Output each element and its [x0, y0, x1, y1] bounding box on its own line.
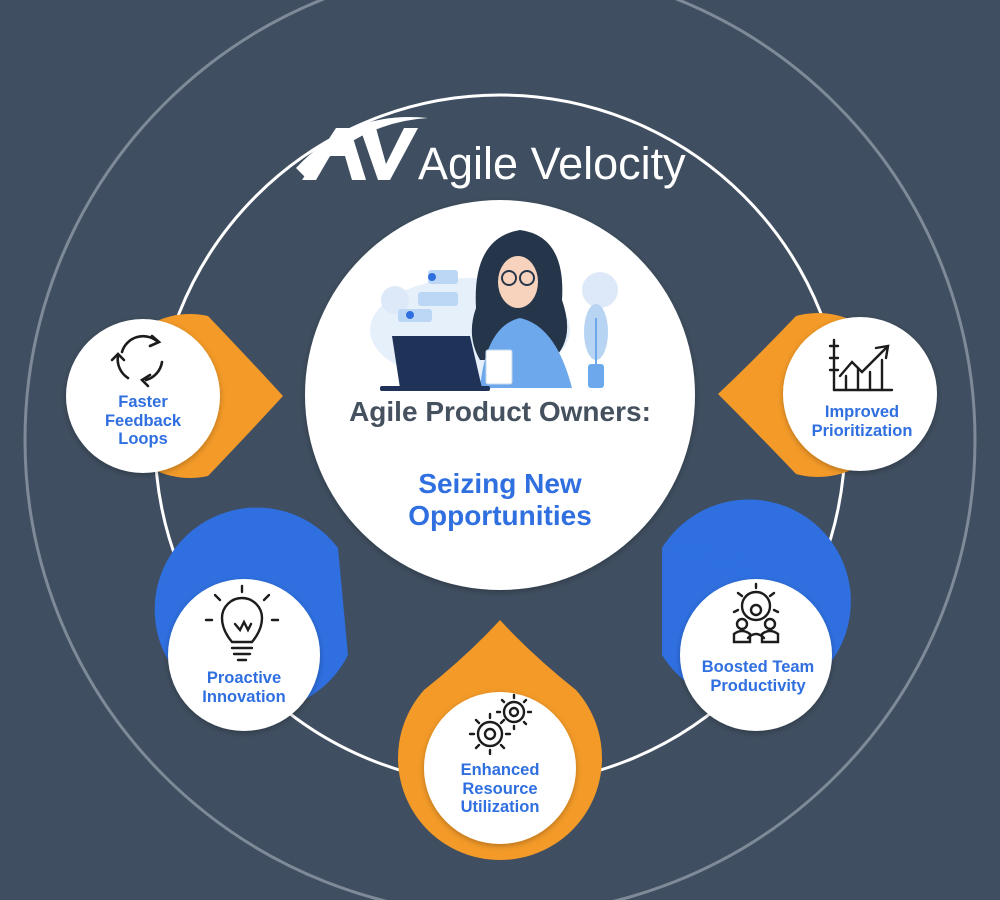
node-label-productivity: Boosted Team Productivity — [701, 658, 815, 695]
node-label-feedback: Faster Feedback Loops — [104, 392, 182, 449]
growth-chart-icon — [828, 338, 894, 392]
refresh-cycle-icon — [110, 334, 164, 388]
gears-icon — [468, 693, 533, 756]
node-label-innovation: Proactive Innovation — [202, 669, 286, 706]
node-drop-prioritization — [718, 313, 937, 477]
center-title: Agile Product Owners: — [349, 396, 651, 427]
center-highlight: Seizing New Opportunities — [408, 468, 592, 531]
team-gear-icon — [732, 582, 780, 644]
node-drop-innovation — [154, 507, 348, 731]
node-drop-feedback — [66, 313, 283, 479]
outer-ring — [23, 0, 977, 900]
woman-at-laptop-illustration — [370, 230, 618, 391]
brand-name: Agile Velocity — [418, 138, 686, 189]
node-drop-productivity — [662, 499, 851, 731]
logo-mark — [296, 117, 428, 180]
lightbulb-icon — [204, 584, 280, 662]
node-label-resource: Enhanced Resource Utilization — [460, 760, 540, 817]
node-label-prioritization: Improved Prioritization — [811, 403, 913, 440]
